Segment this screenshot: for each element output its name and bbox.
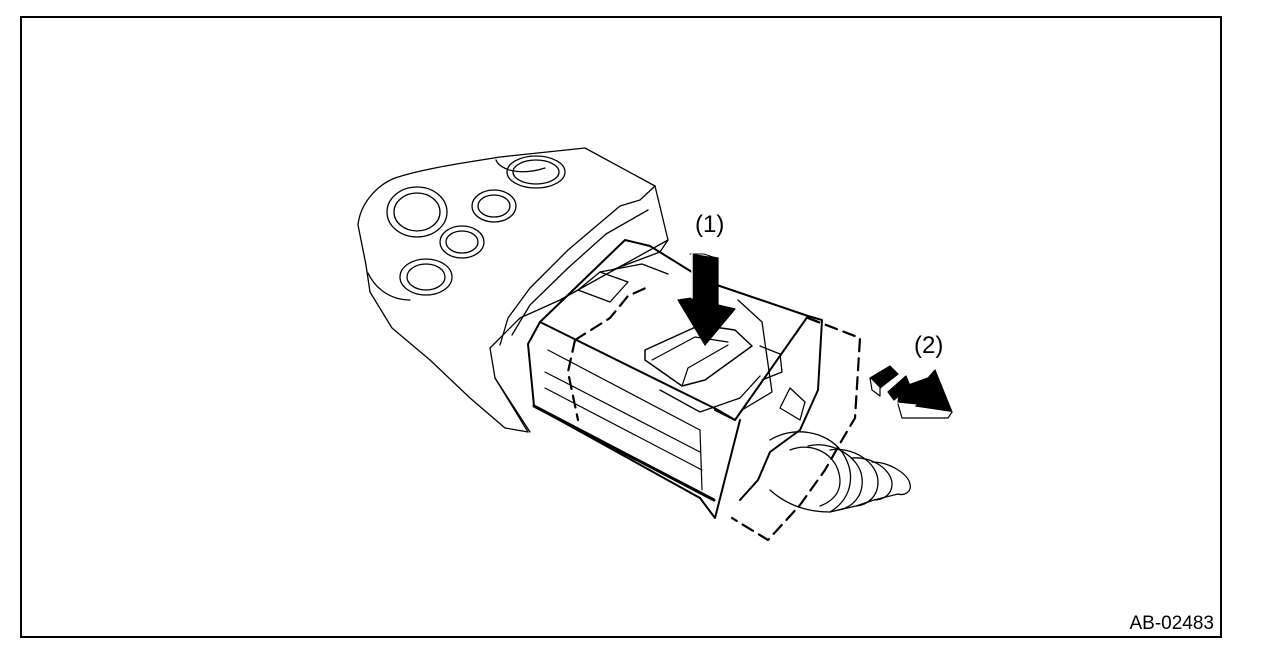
figure-id: AB-02483 <box>1129 613 1214 634</box>
mounting-hole <box>506 155 566 189</box>
diagram-frame <box>20 16 1222 638</box>
mounting-hole <box>399 258 453 296</box>
electrical-connector <box>527 239 823 519</box>
harness-boot <box>769 431 911 513</box>
callout-1: (1) <box>695 211 725 238</box>
connector-outline-dashed <box>566 284 862 542</box>
mounting-hole <box>439 225 485 259</box>
right-arrow-icon <box>869 365 953 419</box>
callout-2: (2) <box>914 332 944 359</box>
mounting-hole-large <box>386 186 448 238</box>
connector-housing <box>357 147 669 433</box>
mounting-holes <box>386 155 566 296</box>
down-arrow-icon <box>677 253 736 346</box>
mounting-hole <box>471 189 517 223</box>
